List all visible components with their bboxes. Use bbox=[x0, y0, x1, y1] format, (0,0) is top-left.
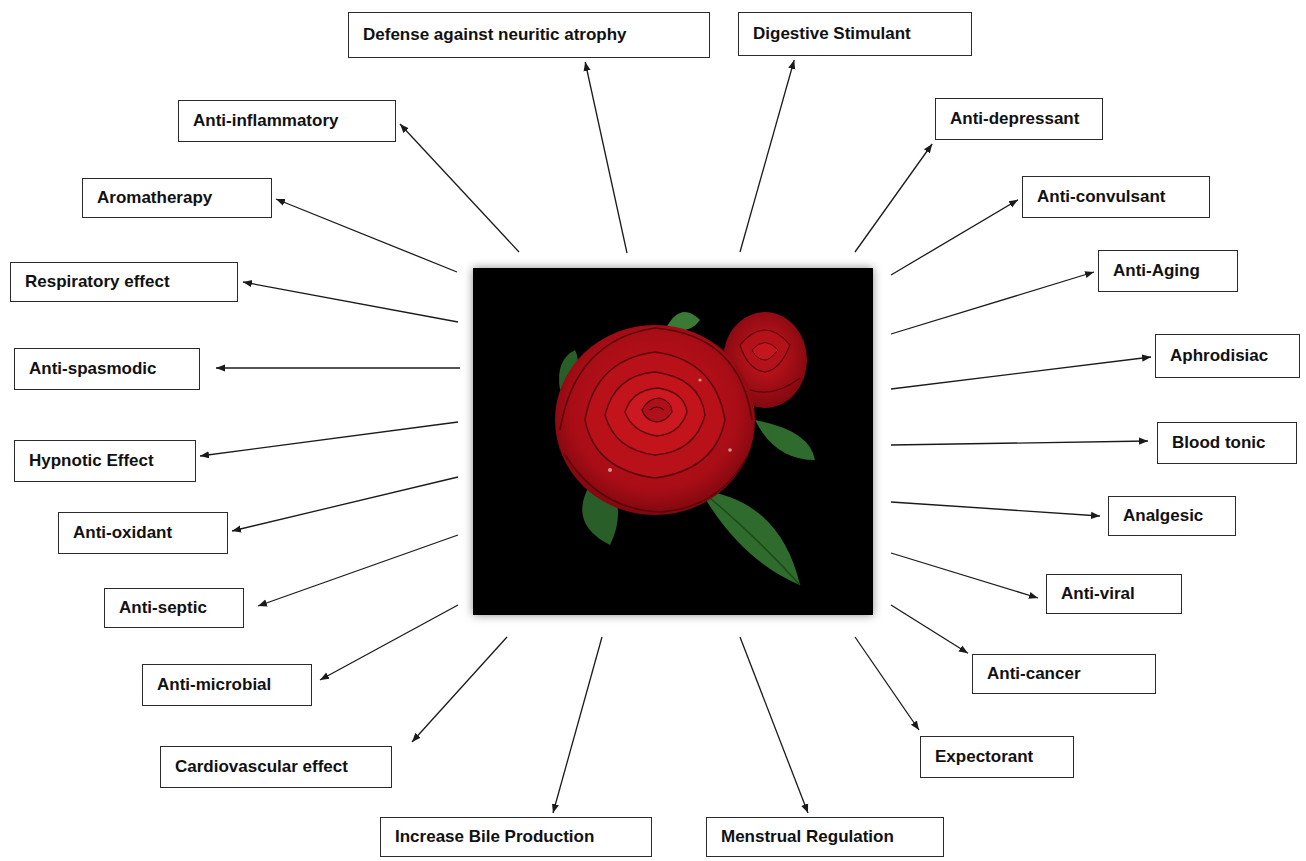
effect-box: Anti-oxidant bbox=[58, 512, 228, 554]
effect-label: Anti-Aging bbox=[1113, 261, 1200, 281]
effect-box: Defense against neuritic atrophy bbox=[348, 12, 710, 58]
effect-box: Aromatherapy bbox=[82, 178, 272, 218]
effect-box: Increase Bile Production bbox=[380, 817, 652, 857]
photo-ground bbox=[473, 268, 873, 615]
effect-label: Anti-septic bbox=[119, 598, 207, 618]
effect-box: Cardiovascular effect bbox=[160, 746, 392, 788]
leader-arrow bbox=[855, 144, 932, 252]
effect-box: Anti-spasmodic bbox=[14, 348, 200, 390]
leader-arrow bbox=[232, 477, 458, 531]
effect-box: Hypnotic Effect bbox=[14, 440, 196, 482]
leader-arrow bbox=[891, 605, 968, 653]
effect-label: Menstrual Regulation bbox=[721, 827, 894, 847]
leader-arrow bbox=[276, 199, 457, 272]
effect-box: Anti-depressant bbox=[935, 98, 1103, 140]
effect-box: Anti-cancer bbox=[972, 654, 1156, 694]
effect-box: Digestive Stimulant bbox=[738, 12, 972, 56]
leader-arrow bbox=[891, 200, 1018, 275]
leader-arrow bbox=[740, 60, 794, 252]
effect-label: Defense against neuritic atrophy bbox=[363, 25, 627, 45]
effect-box: Anti-septic bbox=[104, 588, 244, 628]
large-rose bbox=[555, 325, 755, 515]
effect-label: Anti-viral bbox=[1061, 584, 1135, 604]
effect-label: Anti-depressant bbox=[950, 109, 1079, 129]
effect-box: Anti-convulsant bbox=[1022, 176, 1210, 218]
leader-arrow bbox=[891, 553, 1038, 598]
effect-box: Anti-viral bbox=[1046, 574, 1182, 614]
effect-label: Aromatherapy bbox=[97, 188, 212, 208]
leader-arrow bbox=[891, 357, 1151, 389]
leader-arrow bbox=[412, 637, 507, 742]
effect-label: Expectorant bbox=[935, 747, 1033, 767]
leader-arrow bbox=[740, 637, 808, 813]
leader-arrow bbox=[243, 282, 458, 322]
effect-label: Cardiovascular effect bbox=[175, 757, 348, 777]
leader-arrow bbox=[200, 422, 458, 456]
effect-box: Blood tonic bbox=[1157, 422, 1297, 464]
effect-label: Anti-microbial bbox=[157, 675, 271, 695]
effect-label: Aphrodisiac bbox=[1170, 346, 1268, 366]
leader-arrow bbox=[891, 441, 1148, 445]
leader-arrow bbox=[855, 637, 919, 730]
leader-arrow bbox=[258, 535, 458, 606]
effect-label: Anti-cancer bbox=[987, 664, 1081, 684]
effect-label: Anti-spasmodic bbox=[29, 359, 157, 379]
effect-box: Respiratory effect bbox=[10, 262, 238, 302]
effect-box: Analgesic bbox=[1108, 496, 1236, 536]
effect-label: Digestive Stimulant bbox=[753, 24, 911, 44]
effect-label: Hypnotic Effect bbox=[29, 451, 154, 471]
effect-label: Anti-oxidant bbox=[73, 523, 172, 543]
effect-box: Aphrodisiac bbox=[1155, 334, 1300, 378]
effect-label: Increase Bile Production bbox=[395, 827, 594, 847]
leader-arrow bbox=[891, 272, 1094, 334]
leader-arrow bbox=[400, 124, 519, 252]
effect-box: Anti-microbial bbox=[142, 664, 312, 706]
leader-arrow bbox=[891, 502, 1100, 516]
effect-box: Expectorant bbox=[920, 736, 1074, 778]
leader-arrow bbox=[585, 62, 627, 253]
leader-arrow bbox=[553, 637, 602, 813]
effect-label: Blood tonic bbox=[1172, 433, 1265, 453]
effect-box: Anti-inflammatory bbox=[178, 100, 396, 142]
effect-box: Menstrual Regulation bbox=[706, 817, 944, 857]
effect-label: Anti-inflammatory bbox=[193, 111, 338, 131]
leader-arrow bbox=[216, 367, 460, 368]
effect-box: Anti-Aging bbox=[1098, 250, 1238, 292]
effect-label: Respiratory effect bbox=[25, 272, 170, 292]
leader-arrow bbox=[320, 605, 458, 680]
effect-label: Analgesic bbox=[1123, 506, 1203, 526]
effect-label: Anti-convulsant bbox=[1037, 187, 1165, 207]
